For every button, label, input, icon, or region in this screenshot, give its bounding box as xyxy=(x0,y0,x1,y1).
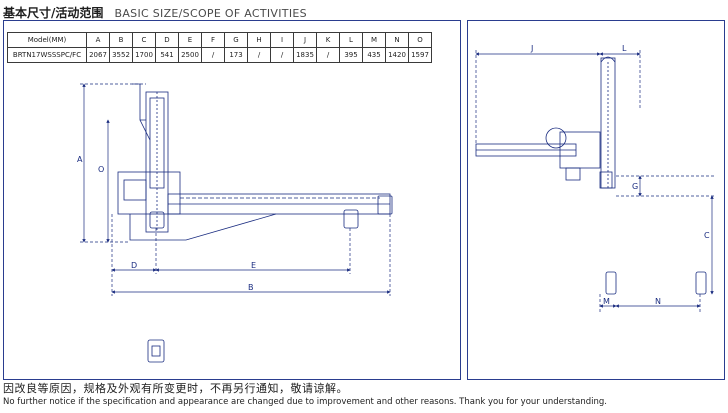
front-view-dimensions xyxy=(80,83,391,296)
gripper-left xyxy=(149,211,165,229)
dim-label-n: N xyxy=(655,297,661,306)
spec-table-header-row: Model(MM) A B C D E F G H I J K L M N O xyxy=(7,32,432,48)
cable-bracket xyxy=(132,83,146,121)
carriage-body xyxy=(117,171,181,215)
section-title: 基本尺寸/活动范围 BASIC SIZE/SCOPE OF ACTIVITIES xyxy=(3,2,307,22)
cell-o: 1597 xyxy=(408,47,432,63)
side-gripper-left xyxy=(605,271,617,295)
cell-model: BRTN17WSSSPC/FC xyxy=(7,47,87,63)
cell-e: 2500 xyxy=(178,47,202,63)
dim-label-g: G xyxy=(632,182,638,191)
side-block xyxy=(565,167,581,181)
dim-label-l: L xyxy=(622,44,627,53)
side-motor xyxy=(545,127,567,149)
base-mount xyxy=(129,213,277,241)
gripper-detail xyxy=(147,339,165,363)
side-view-panel xyxy=(467,20,725,380)
dim-label-j: J xyxy=(530,44,533,53)
side-gripper-right xyxy=(695,271,707,295)
beam-end-cap xyxy=(377,195,393,215)
dim-label-b: B xyxy=(248,283,254,292)
side-view-robot xyxy=(475,56,707,295)
motor-block xyxy=(123,179,147,201)
side-view-dimensions xyxy=(475,50,716,312)
side-arm-top xyxy=(600,56,616,63)
title-chinese: 基本尺寸/活动范围 xyxy=(3,6,104,20)
gripper-right xyxy=(343,209,359,229)
dim-label-m: M xyxy=(603,297,610,306)
spec-table-row: BRTN17WSSSPC/FC 2067 3552 1700 541 2500 … xyxy=(7,47,432,63)
side-gripper xyxy=(599,171,613,189)
front-view-robot xyxy=(117,83,393,363)
notice-chinese: 因改良等原因，规格及外观有所变更时，不再另行通知，敬请谅解。 xyxy=(3,382,348,395)
cell-l: 395 xyxy=(339,47,363,63)
cable-bracket-diagonal xyxy=(139,119,151,141)
dim-label-c: C xyxy=(704,231,710,240)
vertical-arm-slot xyxy=(149,97,165,189)
dim-label-d: D xyxy=(131,261,137,270)
gripper-detail-inner xyxy=(151,345,161,357)
title-english: BASIC SIZE/SCOPE OF ACTIVITIES xyxy=(114,7,307,20)
dim-label-o: O xyxy=(98,165,104,174)
notice-english: No further notice if the specification a… xyxy=(3,397,607,407)
front-view-panel xyxy=(3,20,461,380)
dim-label-e: E xyxy=(251,261,256,270)
dim-label-a: A xyxy=(77,155,83,164)
spec-table: Model(MM) A B C D E F G H I J K L M N O … xyxy=(7,32,432,63)
